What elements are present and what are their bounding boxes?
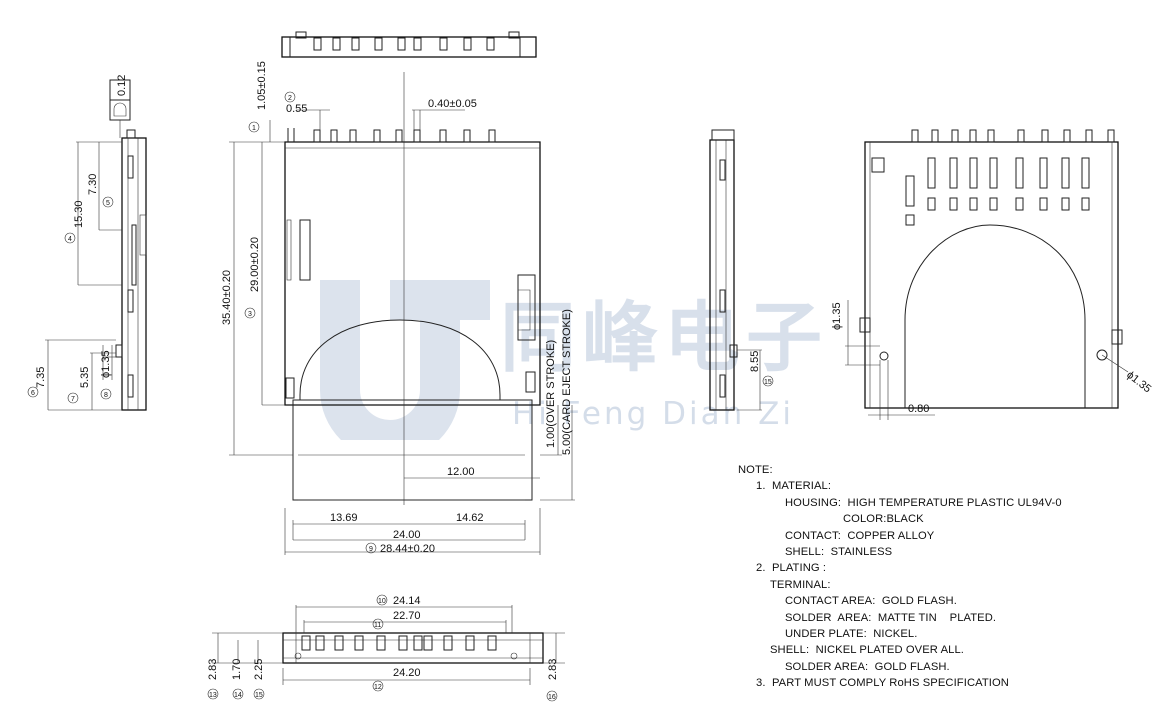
- bubble-12: 12: [372, 680, 384, 692]
- dim-8-55: 8.55: [749, 351, 761, 372]
- watermark-chinese: 同峰电子: [500, 293, 828, 382]
- dim-24-00: 24.00: [393, 529, 421, 541]
- svg-text:2: 2: [288, 95, 292, 102]
- dim-flatness: 0.12: [116, 75, 128, 96]
- dim-1-00-over-stroke: 1.00(OVER STROKE): [545, 340, 557, 448]
- dim-14-62: 14.62: [456, 512, 484, 524]
- bubble-4: 4: [64, 232, 76, 244]
- top-edge-view: [281, 31, 537, 58]
- svg-text:6: 6: [31, 390, 35, 397]
- notes-block: NOTE: 1. MATERIAL: HOUSING: HIGH TEMPERA…: [738, 462, 1062, 692]
- note-contact: CONTACT: COPPER ALLOY: [785, 529, 935, 542]
- svg-text:11: 11: [374, 622, 381, 629]
- dim-29-00: 29.00±0.20: [249, 237, 261, 292]
- dim-7-35: 7.35: [35, 367, 47, 388]
- right-contact-pins: [911, 129, 1115, 143]
- dim-0-80: 0.80: [908, 403, 929, 415]
- dim-24-14: 24.14: [393, 595, 421, 607]
- svg-text:8: 8: [104, 392, 108, 399]
- dim-13-69: 13.69: [330, 512, 358, 524]
- svg-text:4: 4: [68, 236, 72, 243]
- svg-text:15: 15: [255, 692, 263, 699]
- dim-0-55: 0.55: [286, 103, 307, 115]
- bubble-15: 15: [253, 688, 265, 700]
- bubble-9: 9: [365, 542, 377, 554]
- svg-text:7: 7: [71, 396, 75, 403]
- dim-5-35: 5.35: [79, 367, 91, 388]
- dim-2-83-right: 2.83: [547, 659, 559, 680]
- svg-text:1: 1: [252, 125, 256, 132]
- dim-2-25: 2.25: [253, 659, 265, 680]
- bubble-5: 5: [102, 196, 114, 208]
- watermark-english: Hi Feng Dian Zi: [512, 396, 794, 432]
- note-solder-area: SOLDER AREA: MATTE TIN PLATED.: [785, 611, 997, 624]
- dim-24-20: 24.20: [393, 667, 421, 679]
- bubble-6: 6: [27, 386, 39, 398]
- note-shell-solder: SOLDER AREA: GOLD FLASH.: [785, 660, 950, 673]
- right-contact-slots: [871, 157, 1090, 226]
- right-side-view: [709, 129, 762, 411]
- bubble-16: 16: [546, 690, 558, 702]
- plan-view: [229, 72, 575, 555]
- bubble-10: 10: [376, 594, 388, 606]
- note-shell: SHELL: STAINLESS: [785, 546, 893, 559]
- dim-1-70: 1.70: [231, 659, 243, 680]
- svg-text:5: 5: [106, 200, 110, 207]
- note-under-plate: UNDER PLATE: NICKEL.: [785, 628, 918, 641]
- svg-text:3: 3: [248, 311, 252, 318]
- svg-text:10: 10: [378, 598, 386, 605]
- svg-text:9: 9: [369, 546, 373, 553]
- dim-5-00-eject-stroke: 5.00(CARD EJECT STROKE): [561, 309, 573, 455]
- plan-contact-pins: [287, 128, 496, 143]
- dim-phi-1-35-hole: ϕ1.35: [1124, 369, 1153, 395]
- bubble-15-right: 15: [762, 375, 774, 387]
- dim-15-30: 15.30: [73, 200, 85, 228]
- dim-35-40: 35.40±0.20: [221, 270, 233, 325]
- dim-7-30: 7.30: [87, 174, 99, 195]
- svg-text:14: 14: [234, 692, 242, 699]
- bubble-7: 7: [67, 392, 79, 404]
- dim-2-83-left: 2.83: [207, 659, 219, 680]
- note-rohs: 3. PART MUST COMPLY RoHS SPECIFICATION: [756, 677, 1009, 690]
- dim-0-40: 0.40±0.05: [428, 98, 477, 110]
- dim-22-70: 22.70: [393, 610, 421, 622]
- top-contacts: [313, 37, 495, 51]
- dim-28-44: 28.44±0.20: [380, 543, 435, 555]
- note-shell-plating: SHELL: NICKEL PLATED OVER ALL.: [770, 644, 964, 657]
- svg-text:12: 12: [374, 684, 382, 691]
- note-color: COLOR:BLACK: [843, 513, 924, 526]
- note-contact-area: CONTACT AREA: GOLD FLASH.: [785, 595, 957, 608]
- note-plating: 2. PLATING :: [756, 562, 827, 575]
- left-side-view: [45, 79, 147, 411]
- bottom-front-view: [212, 605, 565, 685]
- bubble-14: 14: [232, 688, 244, 700]
- dim-1-05: 1.05±0.15: [256, 61, 268, 110]
- bubble-1: 1: [248, 121, 260, 133]
- bubble-8: 8: [100, 388, 112, 400]
- svg-text:15: 15: [764, 379, 772, 386]
- bubble-11: 11: [372, 618, 384, 630]
- bubble-13: 13: [207, 688, 219, 700]
- bubble-2: 2: [284, 91, 296, 103]
- bubble-3: 3: [244, 307, 256, 319]
- note-housing: HOUSING: HIGH TEMPERATURE PLASTIC UL94V-…: [785, 496, 1062, 509]
- svg-text:16: 16: [548, 694, 556, 701]
- notes-header: NOTE:: [738, 464, 773, 476]
- front-contacts: [301, 635, 497, 651]
- note-material: 1. MATERIAL:: [756, 480, 832, 493]
- right-bottom-view: [845, 129, 1129, 420]
- note-terminal: TERMINAL:: [770, 578, 831, 591]
- dim-phi-1-35-right: ϕ1.35: [831, 302, 843, 330]
- svg-text:13: 13: [209, 692, 217, 699]
- dim-phi-1-35-left: ϕ1.35: [100, 350, 112, 378]
- dim-12-00: 12.00: [447, 466, 475, 478]
